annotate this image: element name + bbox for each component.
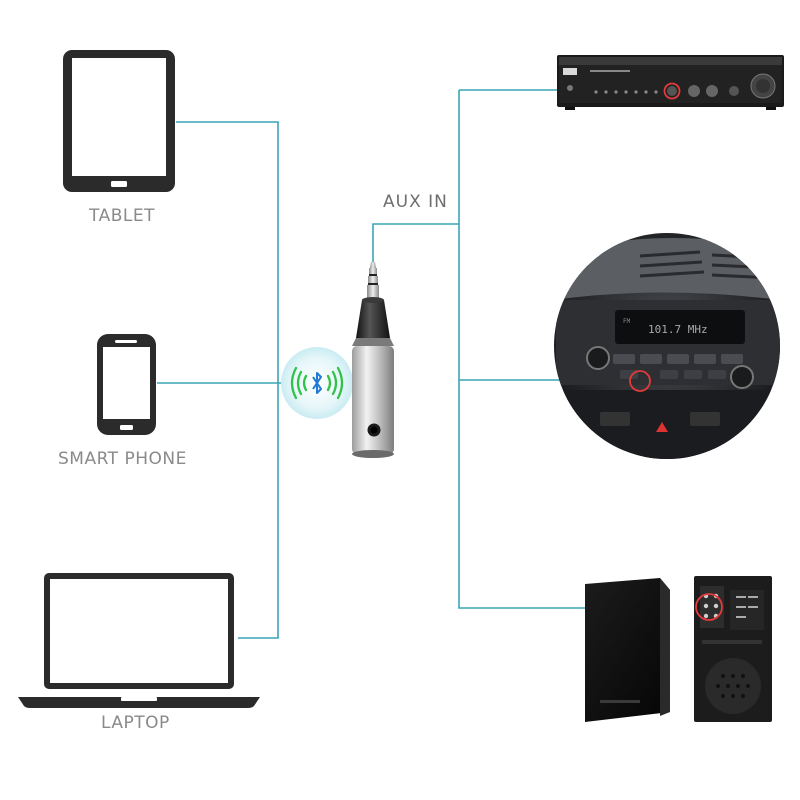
bluetooth-aux-receiver-icon (352, 262, 394, 458)
amplifier-icon (557, 55, 784, 110)
smartphone-icon (97, 334, 156, 435)
laptop-label: LAPTOP (101, 713, 170, 733)
smart-phone-label: SMART PHONE (58, 449, 187, 469)
bluetooth-icon (281, 347, 353, 419)
aux-connector (373, 224, 459, 262)
tablet-icon (63, 50, 175, 192)
svg-text:101.7 MHz: 101.7 MHz (648, 323, 708, 336)
aux-in-label: AUX IN (383, 192, 448, 212)
svg-text:FM: FM (623, 318, 631, 325)
tablet-label: TABLET (89, 206, 155, 226)
speaker-icon (585, 576, 772, 722)
tablet-connector (176, 122, 278, 638)
laptop-icon (18, 573, 260, 708)
car-stereo-icon: 101.7 MHz FM (553, 233, 786, 460)
